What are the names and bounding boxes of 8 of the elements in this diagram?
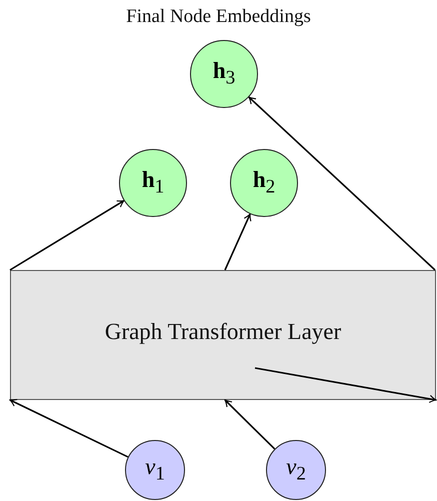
embedding-node: h$_{1}$ <box>119 149 187 217</box>
layer-box <box>10 270 436 400</box>
input-node: v$_{1}$ <box>125 440 185 500</box>
embedding-node: h$_{3}$ <box>190 40 258 108</box>
embedding-node: h$_{2}$ <box>230 149 298 217</box>
diagram-title: Final Node Embeddings <box>125 6 312 28</box>
input-node: v$_{2}$ <box>266 440 326 500</box>
layer-label: Graph Transformer Layer <box>104 319 342 345</box>
